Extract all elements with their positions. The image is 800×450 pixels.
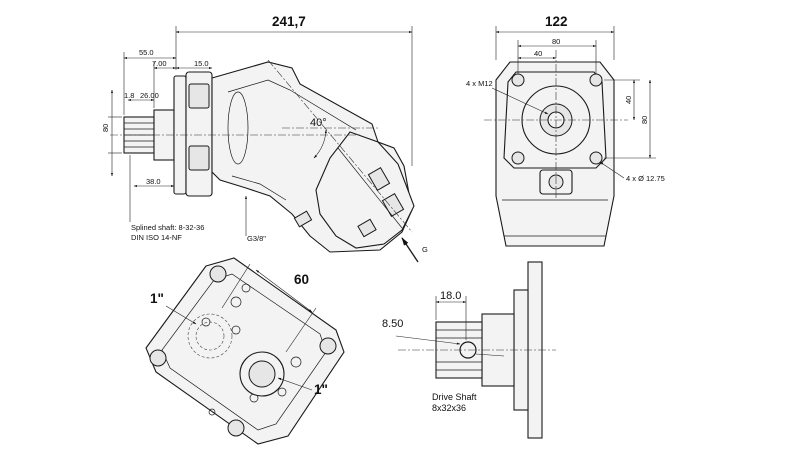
plate-hole-bottom xyxy=(227,419,245,437)
dim-55-label: 55.0 xyxy=(139,48,154,57)
splined-note-line2: DIN ISO 14-NF xyxy=(131,233,182,242)
front-80-label: 80 xyxy=(552,37,560,46)
tilted-axis xyxy=(267,59,413,233)
front-bolt-hole-tr xyxy=(589,73,603,87)
plate-hole-top xyxy=(209,265,227,283)
drive-shaft-view: 18.0 8.50 Drive Shaft 8x32x36 xyxy=(382,261,556,439)
thread-label: 4 x M12 xyxy=(466,79,493,88)
port-plate-view: 1" 1" 60 xyxy=(145,257,345,445)
front-40-label: 40 xyxy=(534,49,542,58)
front-bolt-hole-br xyxy=(589,151,603,165)
shaft-key-circle xyxy=(459,341,477,359)
port-bottom-leader xyxy=(277,377,313,391)
dim-60 xyxy=(255,269,313,313)
angle-label: 40° xyxy=(310,117,327,129)
front-80v-label: 80 xyxy=(640,116,649,124)
plate-hole-left xyxy=(149,349,167,367)
overall-length-label: 241,7 xyxy=(272,14,306,29)
side-port-block xyxy=(293,131,415,249)
port-spacing-label: 60 xyxy=(294,272,309,287)
front-bolt-hole-tl xyxy=(511,73,525,87)
dim-80-side-label: 80 xyxy=(101,124,110,132)
dim-15-label: 15.0 xyxy=(194,59,209,68)
shaft-8-5-label: 8.50 xyxy=(382,318,403,330)
port-top-hidden xyxy=(187,313,233,359)
angle-arc xyxy=(313,129,327,159)
dim-8-5-leader xyxy=(395,335,461,345)
dim-26-label: 26.00 xyxy=(140,91,159,100)
holes-leader xyxy=(599,161,625,179)
port-plate-body xyxy=(145,257,345,445)
side-view: 40° 241,7 55.0 7.00 15.0 1.8 26.00 80 38… xyxy=(101,14,428,263)
port-bottom-label: 1" xyxy=(314,382,328,397)
front-width-label: 122 xyxy=(545,14,568,29)
front-bolt-hole-bl xyxy=(511,151,525,165)
port-top-label: 1" xyxy=(150,291,164,306)
drive-shaft-line1: Drive Shaft xyxy=(432,392,477,402)
shaft-18-label: 18.0 xyxy=(440,290,461,302)
port-top-leader xyxy=(165,305,197,325)
g38-label: G3/8" xyxy=(247,234,266,243)
dim-8-5-leader-2 xyxy=(475,353,505,357)
front-view: 122 80 40 40 80 4 x M12 4 x Ø 12.75 xyxy=(466,14,665,247)
dim-7-label: 7.00 xyxy=(152,59,167,68)
drive-shaft-line2: 8x32x36 xyxy=(432,403,466,413)
front-40v-label: 40 xyxy=(624,96,633,104)
dim-38-label: 38.0 xyxy=(146,177,161,186)
plate-hole-right xyxy=(319,337,337,355)
dim-1-8-label: 1.8 xyxy=(124,91,134,100)
holes-label: 4 x Ø 12.75 xyxy=(626,174,665,183)
g-arrow xyxy=(401,237,419,263)
splined-note-line1: Splined shaft: 8-32-36 xyxy=(131,223,204,232)
g-label: G xyxy=(422,245,428,254)
thread-leader xyxy=(491,87,549,115)
